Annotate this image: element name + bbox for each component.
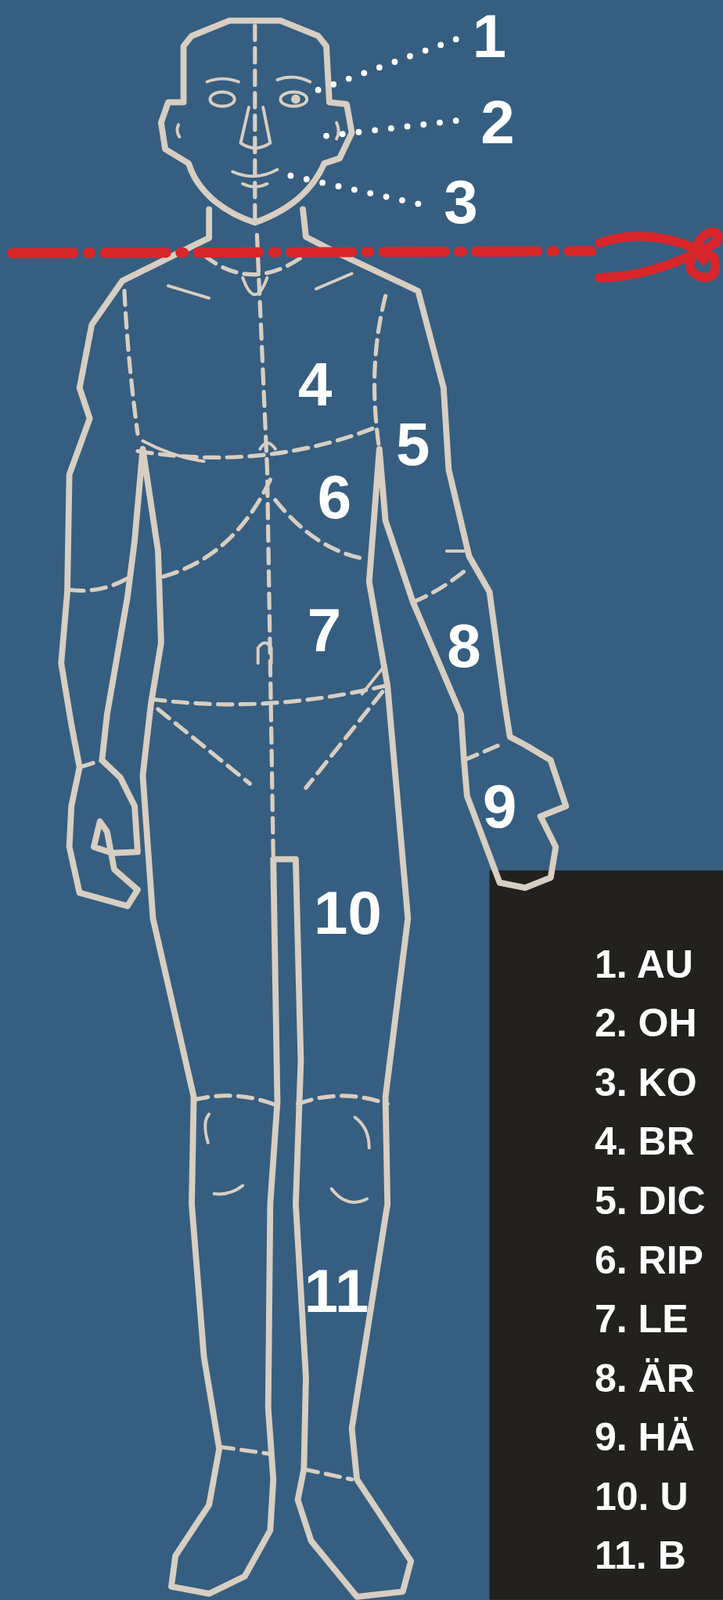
legend-panel [489,870,723,1600]
callout-number: 3 [443,171,478,233]
legend-item: 2. OH [594,1003,698,1043]
cut-line [12,232,719,278]
callout-number: 6 [317,466,352,528]
face-details [176,77,339,188]
callout-number: 1 [472,5,507,67]
body-outline [61,208,566,1596]
callout-number: 4 [298,353,332,415]
callout-number: 11 [304,1259,369,1321]
legend-item: 8. ÄR [594,1358,695,1398]
legend-item: 9. HÄ [594,1417,695,1457]
callout-number: 5 [395,413,430,475]
callout-number: 7 [307,599,342,661]
legend-item: 6. RIP [594,1240,704,1280]
legend-item: 4. BR [594,1121,695,1161]
body-details [142,273,465,1202]
legend-item: 5. DIC [594,1180,706,1220]
head-outline [161,20,353,223]
leader-lines [290,39,457,205]
callout-number: 10 [313,881,382,943]
legend-item: 10. U [594,1476,689,1516]
legend-item: 3. KO [594,1062,698,1102]
legend-item: 11. B [594,1535,687,1575]
callout-number: 9 [482,775,517,837]
callout-number: 2 [480,91,515,153]
legend-item: 1. AU [594,944,694,984]
legend-item: 7. LE [594,1298,688,1339]
callout-number: 8 [446,615,481,677]
dashed-region-lines [69,25,500,1479]
